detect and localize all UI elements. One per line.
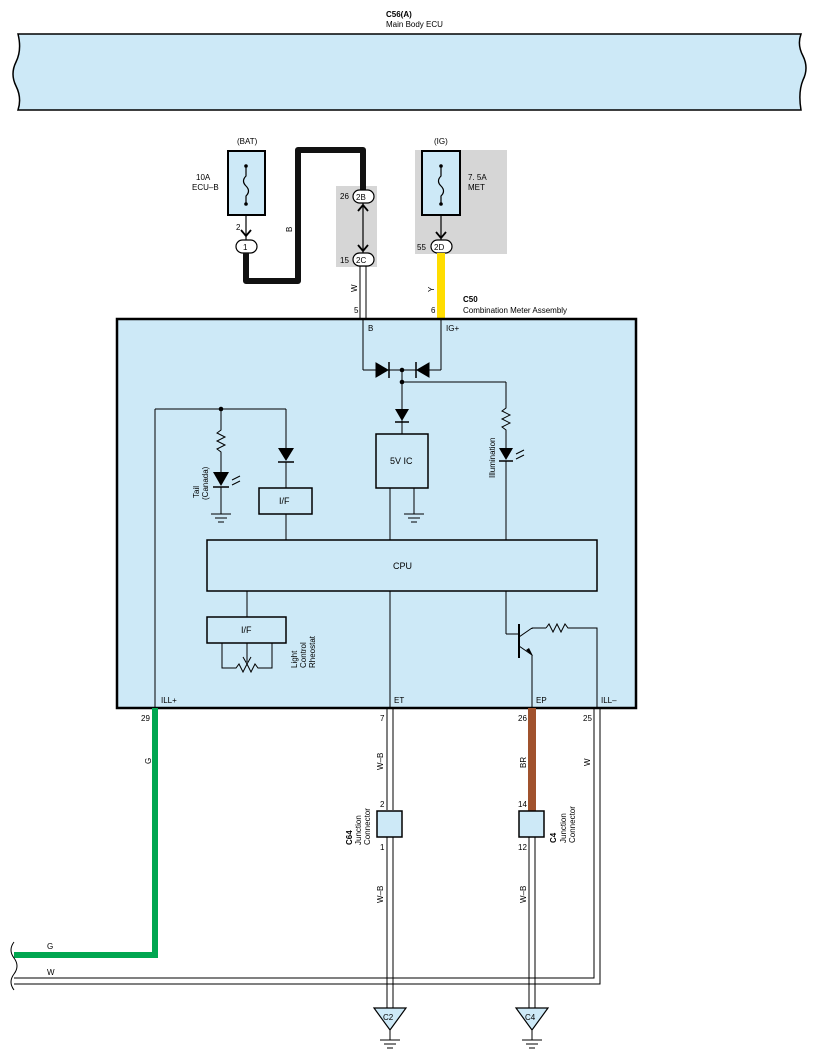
if-2-label: I/F [241, 625, 252, 635]
cpu-box [206, 539, 598, 592]
ecu-name: Main Body ECU [386, 20, 443, 29]
led-illumination [499, 448, 513, 460]
fuse-ig-name: MET [468, 183, 485, 192]
c4-code: C4 [549, 832, 558, 843]
ecu-body [12, 33, 807, 111]
fuse-bat-amp: 10A [196, 173, 211, 182]
wire-label-w-bottom: W [47, 968, 55, 977]
fuse-ig-amp: 7. 5A [468, 173, 487, 182]
wire-label-w-right: W [583, 758, 592, 766]
wire-g-green [14, 708, 158, 958]
svg-text:2B: 2B [356, 193, 366, 202]
wire-b-black [243, 147, 366, 284]
wire-w-ill-minus [14, 708, 595, 979]
fuse-bat-header: (BAT) [237, 137, 258, 146]
connector-2c: 2C [352, 252, 375, 267]
pin-15-label: 15 [340, 256, 349, 265]
cpu-label: CPU [393, 561, 412, 571]
ground-symbol [211, 513, 231, 523]
svg-text:2D: 2D [434, 243, 444, 252]
diode-5v [395, 409, 409, 421]
meter-pin-ill-plus: ILL+ [161, 696, 177, 705]
ic-5v [375, 433, 429, 489]
fuse-bat-name: ECU–B [192, 183, 219, 192]
c4-pin-bottom: 12 [518, 843, 527, 852]
c4-name-2: Connector [568, 806, 577, 843]
ground-c2-label: C2 [383, 1013, 394, 1022]
fuse-met: (IG) 7. 5A MET [421, 137, 487, 216]
c64-name-1: Junction [354, 815, 363, 845]
meter-pin-6: 6 [431, 306, 436, 315]
resistor-transistor [545, 622, 598, 708]
junction-c4 [518, 810, 545, 838]
wire-label-wb-3: W–B [519, 886, 528, 903]
c64-pin-bottom: 1 [380, 843, 385, 852]
c64-pin-top: 2 [380, 800, 385, 809]
c64-code: C64 [345, 830, 354, 845]
meter-name: Combination Meter Assembly [463, 306, 567, 315]
fuse-ig-header: (IG) [434, 137, 448, 146]
diode-if [278, 448, 294, 461]
if-box-2 [206, 616, 287, 644]
junction-c64 [376, 810, 403, 838]
meter-pin-ep: EP [536, 696, 547, 705]
led-tail [213, 472, 229, 486]
ground-c4-label: C4 [525, 1013, 536, 1022]
wire-label-b: B [285, 227, 294, 232]
wire-y-yellow [437, 253, 445, 318]
c4-name-1: Junction [559, 813, 568, 843]
wire-label-w-top: W [350, 284, 359, 292]
meter-pin-ig: IG+ [446, 324, 459, 333]
illumination-label: Illumination [488, 438, 497, 478]
diode-pair [362, 319, 507, 434]
meter-pin-ill-minus: ILL– [601, 696, 617, 705]
meter-pin-5: 5 [354, 306, 359, 315]
combination-meter [115, 317, 638, 710]
fuse-ecu-b: (BAT) 10A ECU–B [192, 137, 266, 216]
rheostat-label-3: Rheostat [308, 635, 317, 668]
wire-label-wb-2: W–B [376, 886, 385, 903]
tail-label-1: Tail [192, 486, 201, 498]
wire-label-wb-1: W–B [376, 753, 385, 770]
meter-pin-b: B [368, 324, 373, 333]
svg-text:2C: 2C [356, 256, 366, 265]
connector-1: 1 [235, 239, 258, 254]
wire-label-br: BR [519, 757, 528, 768]
meter-pin-7: 7 [380, 714, 385, 723]
ic-5v-label: 5V IC [390, 456, 413, 466]
ecu-code: C56(A) [386, 10, 412, 19]
meter-pin-25: 25 [583, 714, 592, 723]
svg-text:1: 1 [243, 243, 248, 252]
c4-pin-top: 14 [518, 800, 527, 809]
ground-c4: C4 [514, 1007, 550, 1049]
meter-code: C50 [463, 295, 478, 304]
meter-pin-26: 26 [518, 714, 527, 723]
tail-label-2: (Canada) [201, 466, 210, 500]
c64-name-2: Connector [363, 808, 372, 845]
meter-pin-29: 29 [141, 714, 150, 723]
ground-symbol [404, 513, 424, 523]
pin-26-label: 26 [340, 192, 349, 201]
wire-label-g-vertical: G [144, 758, 153, 764]
main-body-ecu: C56(A) Main Body ECU [12, 10, 807, 111]
connector-2b: 2B [352, 189, 375, 204]
rheostat-label-1: Light [290, 650, 299, 668]
pin-2-label: 2 [236, 223, 241, 232]
meter-pin-et: ET [394, 696, 404, 705]
resistor-illumination [500, 404, 512, 448]
wire-br-brown [528, 708, 536, 811]
wire-label-y: Y [427, 286, 436, 292]
if-1-label: I/F [279, 496, 290, 506]
pin-55-label: 55 [417, 243, 426, 252]
wire-label-g-horizontal: G [47, 942, 53, 951]
ground-c2: C2 [372, 1007, 408, 1049]
rheostat-label-2: Control [299, 642, 308, 668]
resistor-tail [215, 409, 227, 472]
connector-2d: 2D [430, 239, 453, 254]
